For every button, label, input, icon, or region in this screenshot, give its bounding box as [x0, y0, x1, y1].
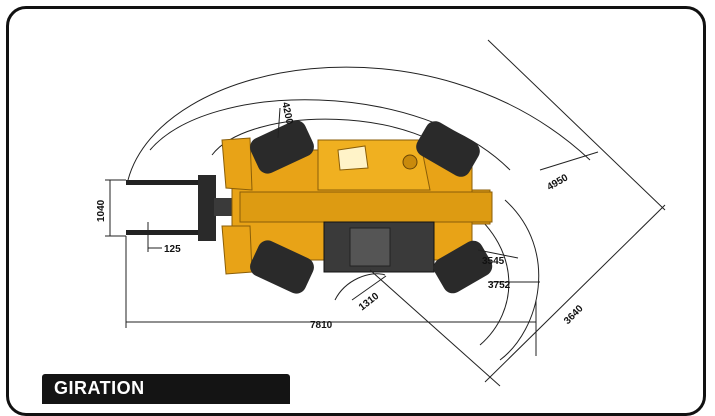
dim-4200-label: 4200 — [279, 101, 294, 125]
telehandler-machine — [126, 120, 493, 294]
fork-bottom — [126, 230, 204, 235]
right-arc-3545 — [469, 209, 510, 346]
dim-1310-leader — [351, 275, 387, 301]
dim-4200-leader — [277, 107, 281, 139]
turning-radius-diagram: 4200 4950 1040 125 3545 3752 3640 1310 7… — [96, 39, 666, 387]
fork-carriage — [198, 175, 216, 241]
boom-over-chassis — [239, 191, 493, 223]
tyre-front-left — [250, 120, 314, 174]
caption-bar: GIRATION — [42, 374, 290, 404]
right-arc-3752 — [499, 199, 540, 361]
fork-top — [126, 180, 204, 185]
outer-arc-4950 — [127, 66, 591, 181]
dim-3545-label: 3545 — [482, 256, 505, 267]
dimension-lines — [105, 39, 666, 387]
tyre-rear-right — [433, 240, 493, 294]
tyre-front-right — [250, 240, 314, 294]
dim-3545-leader — [477, 249, 519, 259]
caption-title: GIRATION — [54, 378, 145, 398]
inner-arc-1310 — [334, 273, 386, 301]
tyre-rear-left — [416, 121, 480, 177]
front-axle-top — [221, 137, 253, 191]
dim-4950-label: 4950 — [545, 172, 570, 193]
dim-7810-label: 7810 — [310, 320, 333, 331]
hood-detail — [337, 145, 369, 171]
front-axle-bottom — [221, 225, 253, 275]
dim-4950-leader — [539, 151, 599, 171]
dim-3640-ext-bottom — [369, 269, 501, 387]
dim-3640-label: 3640 — [562, 303, 586, 327]
dim-3640-ext-top — [487, 39, 666, 211]
cab-window — [349, 227, 391, 267]
engine-cap — [402, 154, 418, 170]
dim-3640-line — [484, 204, 666, 383]
dim-1040-label: 1040 — [96, 199, 107, 222]
dim-125-label: 125 — [164, 244, 181, 255]
dim-3752-label: 3752 — [488, 280, 511, 291]
